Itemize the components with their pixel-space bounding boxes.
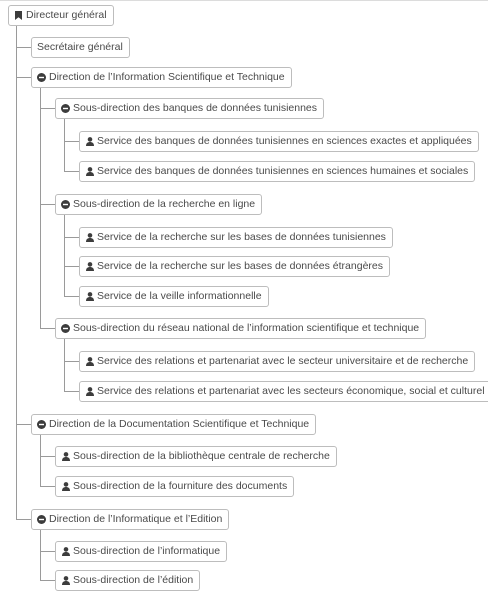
user-icon — [85, 167, 94, 177]
node-label: Directeur général — [26, 9, 107, 22]
user-icon — [61, 452, 70, 462]
minus-circle-icon[interactable] — [61, 104, 70, 114]
node-label: Sous-direction de l’informatique — [73, 545, 221, 558]
connector — [40, 456, 55, 457]
connector — [64, 214, 65, 296]
minus-circle-icon[interactable] — [61, 324, 70, 334]
connector — [64, 338, 65, 391]
connector — [40, 108, 55, 109]
node-direction-documentation[interactable]: Direction de la Documentation Scientifiq… — [31, 414, 317, 435]
connector — [40, 87, 41, 328]
node-sd-banques-donnees[interactable]: Sous-direction des banques de données tu… — [55, 98, 325, 119]
node-label: Service de la recherche sur les bases de… — [97, 231, 386, 244]
node-label: Sous-direction du réseau national de l’i… — [73, 322, 420, 335]
connector — [16, 77, 31, 78]
user-icon — [61, 482, 70, 492]
minus-circle-icon[interactable] — [37, 420, 46, 430]
node-label: Sous-direction des banques de données tu… — [73, 102, 318, 115]
connector — [40, 204, 55, 205]
node-directeur-general[interactable]: Directeur général — [8, 5, 114, 26]
node-direction-informatique-edition[interactable]: Direction de l’Informatique et l’Edition — [31, 509, 230, 530]
connector — [64, 296, 79, 297]
node-sd-recherche-en-ligne[interactable]: Sous-direction de la recherche en ligne — [55, 194, 263, 215]
node-label: Service des relations et partenariat ave… — [97, 355, 469, 368]
connector — [16, 519, 31, 520]
node-service-relations-economique[interactable]: Service des relations et partenariat ave… — [79, 381, 488, 402]
user-icon — [85, 137, 94, 147]
node-label: Sous-direction de la fourniture des docu… — [73, 480, 288, 493]
connector — [40, 434, 41, 486]
user-icon — [85, 387, 94, 397]
user-icon — [61, 576, 70, 586]
user-icon — [61, 547, 70, 557]
node-label: Direction de l’Information Scientifique … — [49, 71, 285, 84]
connector — [40, 529, 41, 580]
node-service-recherche-etrangeres[interactable]: Service de la recherche sur les bases de… — [79, 256, 391, 277]
top-divider — [0, 0, 488, 1]
connector — [64, 391, 79, 392]
connector — [40, 486, 55, 487]
node-label: Service de la recherche sur les bases de… — [97, 260, 384, 273]
node-sd-edition[interactable]: Sous-direction de l’édition — [55, 570, 201, 591]
connector — [64, 171, 79, 172]
node-service-veille[interactable]: Service de la veille informationnelle — [79, 286, 269, 307]
user-icon — [85, 357, 94, 367]
node-label: Direction de la Documentation Scientifiq… — [49, 418, 310, 431]
node-label: Secrétaire général — [37, 41, 123, 54]
node-label: Sous-direction de l’édition — [73, 574, 194, 587]
connector — [40, 580, 55, 581]
node-secretaire-general[interactable]: Secrétaire général — [31, 37, 130, 58]
connector — [16, 424, 31, 425]
user-icon — [85, 292, 94, 302]
minus-circle-icon[interactable] — [61, 200, 70, 210]
connector — [16, 47, 31, 48]
connector — [64, 141, 79, 142]
node-service-sciences-exactes[interactable]: Service des banques de données tunisienn… — [79, 131, 479, 152]
user-icon — [85, 233, 94, 243]
node-sd-bibliotheque-centrale[interactable]: Sous-direction de la bibliothèque centra… — [55, 446, 337, 467]
node-label: Sous-direction de la recherche en ligne — [73, 198, 256, 211]
node-sd-fourniture-documents[interactable]: Sous-direction de la fourniture des docu… — [55, 476, 295, 497]
connector — [40, 328, 55, 329]
connector — [40, 551, 55, 552]
node-label: Direction de l’Informatique et l’Edition — [49, 513, 223, 526]
node-sd-reseau-national[interactable]: Sous-direction du réseau national de l’i… — [55, 318, 427, 339]
node-label: Service des banques de données tunisienn… — [97, 135, 472, 148]
node-sd-informatique[interactable]: Sous-direction de l’informatique — [55, 541, 228, 562]
node-service-relations-universitaire[interactable]: Service des relations et partenariat ave… — [79, 351, 476, 372]
connector — [64, 237, 79, 238]
connector — [64, 361, 79, 362]
connector — [64, 118, 65, 171]
connector — [64, 266, 79, 267]
node-label: Service des relations et partenariat ave… — [97, 385, 485, 398]
node-label: Service de la veille informationnelle — [97, 290, 262, 303]
minus-circle-icon[interactable] — [37, 515, 46, 525]
connector — [16, 26, 17, 520]
node-service-sciences-humaines[interactable]: Service des banques de données tunisienn… — [79, 161, 476, 182]
user-icon — [85, 262, 94, 272]
bookmark-icon — [14, 11, 23, 21]
node-label: Service des banques de données tunisienn… — [97, 165, 469, 178]
node-direction-information[interactable]: Direction de l’Information Scientifique … — [31, 67, 292, 88]
node-service-recherche-tunisiennes[interactable]: Service de la recherche sur les bases de… — [79, 227, 393, 248]
minus-circle-icon[interactable] — [37, 73, 46, 83]
node-label: Sous-direction de la bibliothèque centra… — [73, 450, 330, 463]
